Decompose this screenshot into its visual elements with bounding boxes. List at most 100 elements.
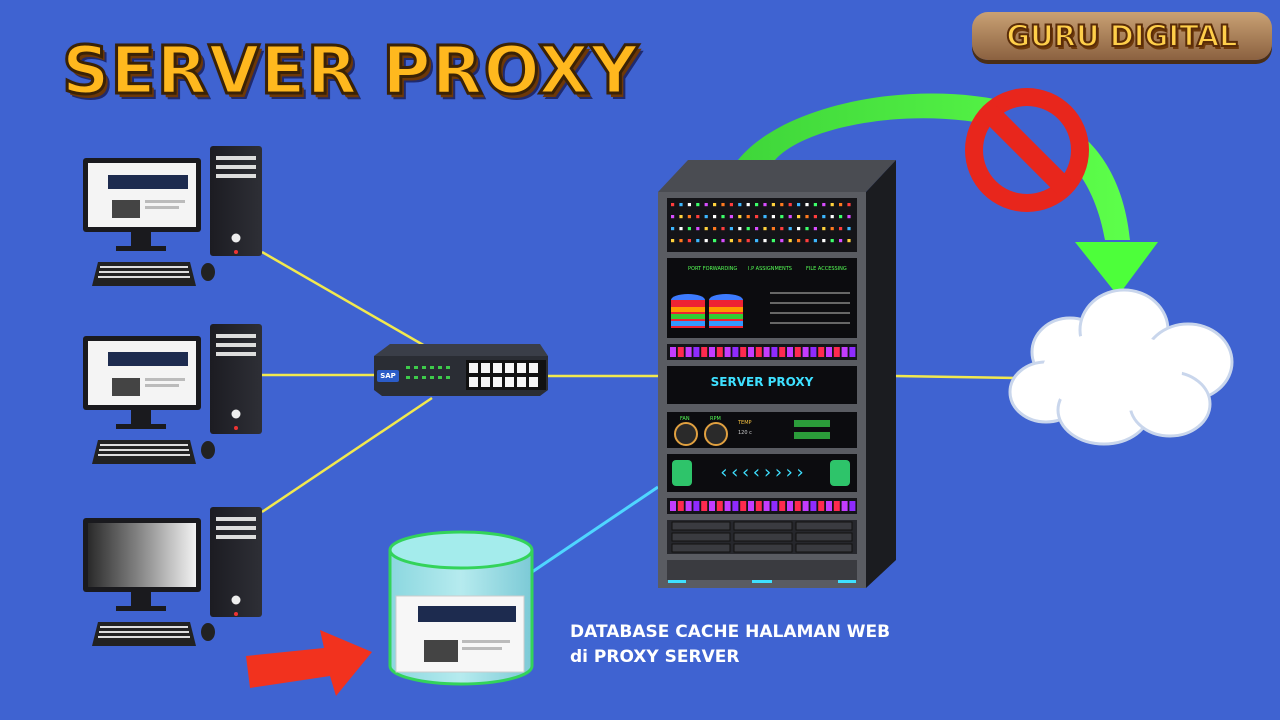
led-panel bbox=[671, 203, 851, 243]
led-dot bbox=[797, 227, 801, 231]
indicator-block bbox=[701, 347, 708, 357]
indicator-block bbox=[833, 501, 840, 511]
link-server-cache bbox=[531, 485, 659, 574]
led-dot bbox=[813, 239, 817, 243]
led-dot bbox=[721, 215, 725, 219]
led-dot bbox=[679, 203, 683, 207]
led-dot bbox=[679, 215, 683, 219]
indicator-block bbox=[755, 347, 762, 357]
indicator-block bbox=[716, 347, 723, 357]
led-dot bbox=[755, 227, 759, 231]
led-dot bbox=[721, 239, 725, 243]
led-dot bbox=[671, 203, 675, 207]
led-dot bbox=[738, 227, 742, 231]
led-dot bbox=[746, 239, 750, 243]
link-pc3-switch bbox=[261, 396, 433, 514]
indicator-block bbox=[810, 501, 817, 511]
led-dot bbox=[729, 227, 733, 231]
indicator-block bbox=[732, 347, 739, 357]
led-dot bbox=[696, 203, 700, 207]
led-dot bbox=[839, 227, 843, 231]
desktop-computer-icon bbox=[83, 507, 262, 646]
led-dot bbox=[713, 227, 717, 231]
led-dot bbox=[763, 227, 767, 231]
indicator-block bbox=[818, 501, 825, 511]
database-icon bbox=[388, 530, 534, 686]
led-dot bbox=[755, 239, 759, 243]
led-dot bbox=[763, 239, 767, 243]
led-dot bbox=[713, 215, 717, 219]
indicator-block bbox=[810, 347, 817, 357]
led-dot bbox=[704, 215, 708, 219]
indicator-block bbox=[763, 347, 770, 357]
link-pc1-switch bbox=[261, 250, 433, 352]
led-dot bbox=[704, 227, 708, 231]
indicator-block bbox=[779, 347, 786, 357]
panel-label-port: PORT FORWARDING bbox=[688, 266, 737, 272]
panel-temp-value: 120 c bbox=[738, 430, 752, 436]
indicator-block bbox=[794, 347, 801, 357]
indicator-block bbox=[826, 347, 832, 357]
indicator-block bbox=[732, 501, 739, 511]
panel-label-temp: TEMP bbox=[737, 420, 752, 426]
led-dot bbox=[839, 203, 843, 207]
indicator-block bbox=[677, 501, 684, 511]
indicator-block bbox=[724, 501, 731, 511]
led-dot bbox=[746, 215, 750, 219]
led-dot bbox=[788, 203, 792, 207]
indicator-block bbox=[748, 347, 754, 357]
led-dot bbox=[813, 203, 817, 207]
indicator-block bbox=[794, 501, 801, 511]
led-dot bbox=[679, 239, 683, 243]
panel-label-file: FILE ACCESSING bbox=[806, 266, 847, 272]
led-dot bbox=[771, 203, 775, 207]
led-dot bbox=[671, 239, 675, 243]
led-dot bbox=[822, 239, 826, 243]
led-dot bbox=[788, 215, 792, 219]
brand-logo: GURU DIGITAL bbox=[972, 12, 1272, 60]
database-stack-left bbox=[671, 300, 705, 328]
switch-badge: SAP bbox=[380, 372, 396, 380]
led-dot bbox=[847, 203, 851, 207]
led-dot bbox=[771, 239, 775, 243]
led-dot bbox=[713, 203, 717, 207]
indicator-block bbox=[685, 347, 692, 357]
led-dot bbox=[813, 227, 817, 231]
indicator-block bbox=[849, 501, 856, 511]
led-dot bbox=[696, 227, 700, 231]
led-dot bbox=[797, 239, 801, 243]
led-dot bbox=[805, 239, 809, 243]
led-dot bbox=[729, 215, 733, 219]
led-dot bbox=[738, 215, 742, 219]
indicator-block bbox=[709, 347, 715, 357]
page-title: SERVER PROXY bbox=[60, 31, 640, 111]
indicator-block bbox=[670, 347, 676, 357]
indicator-block bbox=[755, 501, 762, 511]
cloud-icon bbox=[1008, 288, 1234, 446]
brand-text: GURU DIGITAL bbox=[1005, 18, 1238, 54]
indicator-block bbox=[818, 347, 825, 357]
led-dot bbox=[687, 239, 691, 243]
cache-caption-line-1: DATABASE CACHE HALAMAN WEB bbox=[570, 622, 891, 642]
led-dot bbox=[830, 215, 834, 219]
request-arrow bbox=[246, 630, 372, 696]
indicator-block bbox=[670, 501, 676, 511]
indicator-block bbox=[763, 501, 770, 511]
led-dot bbox=[696, 239, 700, 243]
led-dot bbox=[746, 227, 750, 231]
led-dot bbox=[780, 227, 784, 231]
network-links bbox=[261, 250, 1019, 514]
server-rack-icon: PORT FORWARDING I.P ASSIGNMENTS FILE ACC… bbox=[658, 160, 896, 588]
indicator-block bbox=[802, 501, 809, 511]
led-dot bbox=[687, 227, 691, 231]
led-dot bbox=[822, 203, 826, 207]
indicator-block bbox=[849, 347, 856, 357]
led-dot bbox=[805, 215, 809, 219]
led-dot bbox=[721, 227, 725, 231]
led-dot bbox=[679, 227, 683, 231]
led-dot bbox=[704, 203, 708, 207]
led-dot bbox=[813, 215, 817, 219]
network-switch-icon bbox=[374, 344, 548, 396]
led-dot bbox=[822, 227, 826, 231]
